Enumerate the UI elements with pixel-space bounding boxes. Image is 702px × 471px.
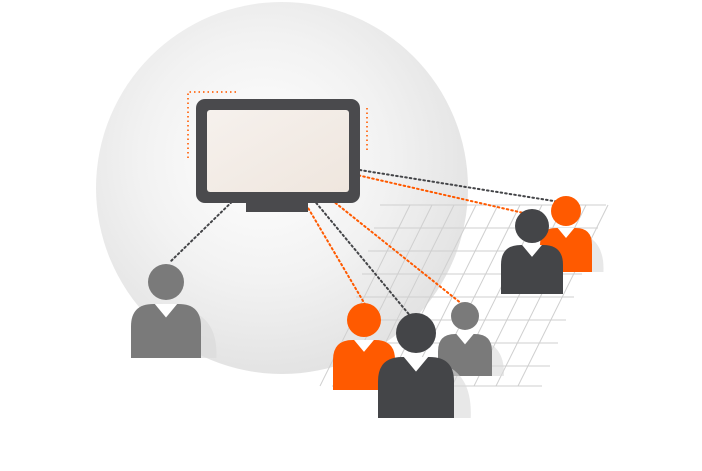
grid-column-line [407,204,499,387]
person-dark-center [378,313,471,418]
person-collar [522,245,542,257]
person-head [515,209,549,243]
grid-column-line [517,204,609,387]
person-gray-small [438,302,504,376]
person-collar [403,357,429,372]
person-body [131,304,201,358]
person-body [378,357,454,418]
monitor-screen [207,110,349,192]
person-gray-left [131,264,217,358]
person-body [438,334,492,376]
person-collar [154,304,178,318]
monitor-icon [196,99,360,212]
person-collar [557,228,575,238]
people-group [131,196,604,418]
connection-line [277,156,413,319]
person-head [451,302,479,330]
person-collar [354,340,374,352]
person-dark-right [501,209,563,294]
person-collar [456,334,474,345]
grid-column-line [385,204,477,387]
person-head [551,196,581,226]
person-body [501,245,563,294]
person-head [148,264,184,300]
person-head [396,313,436,353]
person-head [347,303,381,337]
